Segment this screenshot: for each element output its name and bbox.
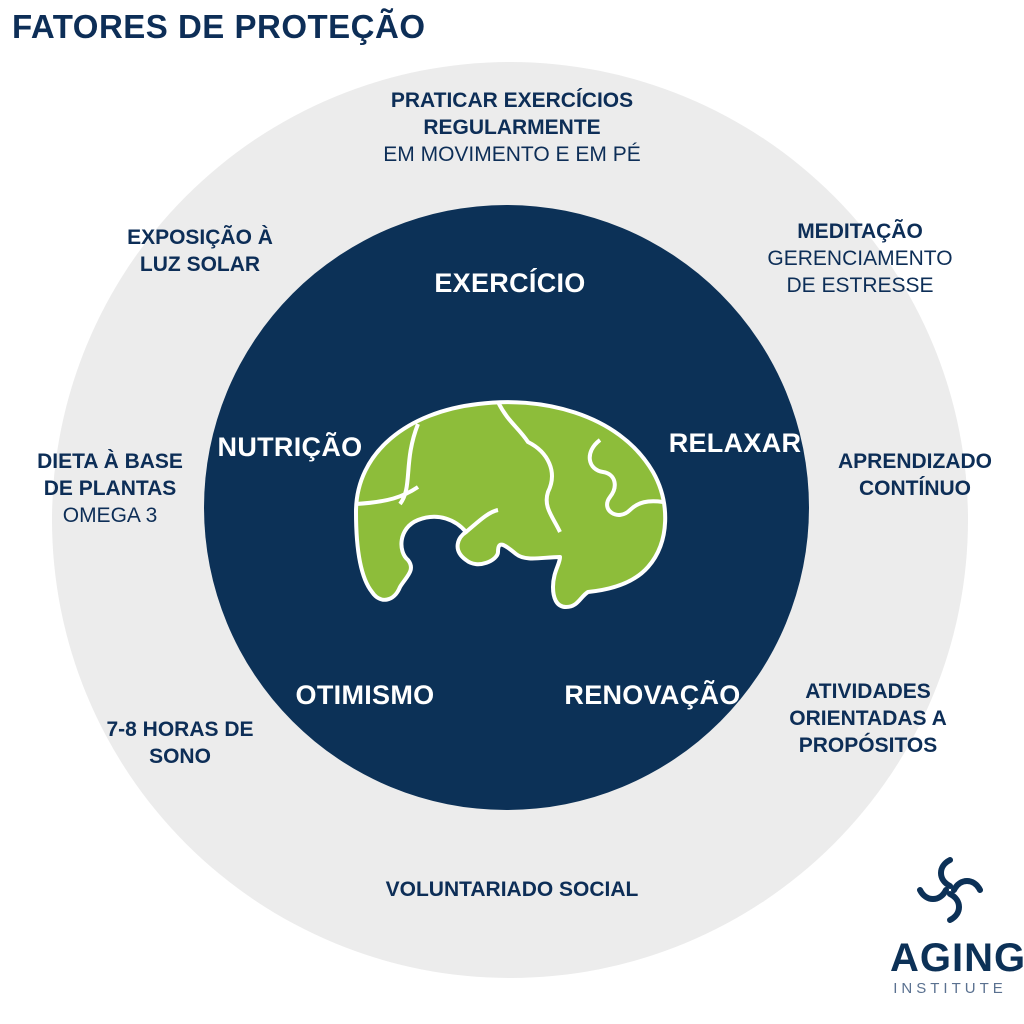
inner-label-top: EXERCÍCIO	[434, 268, 586, 298]
page-title: FATORES DE PROTEÇÃO	[12, 8, 426, 45]
outer-label-bottom: VOLUNTARIADO SOCIAL	[312, 876, 712, 903]
outer-label-bottom-right: ATIVIDADES ORIENTADAS A PROPÓSITOS	[758, 678, 978, 759]
outer-left-light: OMEGA 3	[62, 504, 158, 527]
outer-label-top-left: EXPOSIÇÃO À LUZ SOLAR	[90, 224, 310, 278]
outer-left-bold-2: DE PLANTAS	[43, 477, 177, 500]
brain-puzzle-icon	[354, 400, 668, 609]
outer-bottom-right-bold-2: ORIENTADAS A	[789, 707, 947, 730]
outer-top-right-light-2: DE ESTRESSE	[786, 274, 934, 297]
inner-label-left: NUTRIÇÃO	[217, 432, 363, 462]
inner-label-bottom-left: OTIMISMO	[295, 680, 435, 710]
outer-right-bold-1: APRENDIZADO	[837, 450, 992, 473]
outer-top-left-bold-2: LUZ SOLAR	[139, 253, 261, 276]
outer-bottom-right-bold-1: ATIVIDADES	[805, 680, 931, 703]
outer-top-right-light-1: GERENCIAMENTO	[767, 247, 953, 270]
outer-bottom-bold: VOLUNTARIADO SOCIAL	[385, 878, 639, 901]
outer-top-bold-1: PRATICAR EXERCÍCIOS	[390, 89, 634, 112]
aging-institute-logo: AGING INSTITUTE	[890, 850, 1024, 1010]
outer-left-bold-1: DIETA À BASE	[37, 450, 183, 473]
inner-label-right: RELAXAR	[668, 428, 802, 458]
outer-bottom-right-bold-3: PROPÓSITOS	[798, 734, 938, 757]
outer-bottom-left-bold-1: 7-8 HORAS DE	[106, 718, 254, 741]
logo-sub: INSTITUTE	[893, 980, 1007, 997]
inner-label-bottom-right: RENOVAÇÃO	[564, 680, 741, 710]
outer-right-bold-2: CONTÍNUO	[859, 477, 971, 500]
aging-institute-logo-icon	[917, 857, 983, 923]
outer-bottom-left-bold-2: SONO	[149, 745, 211, 768]
outer-top-right-bold: MEDITAÇÃO	[797, 220, 923, 243]
outer-label-bottom-left: 7-8 HORAS DE SONO	[70, 716, 290, 770]
outer-label-top: PRATICAR EXERCÍCIOS REGULARMENTE EM MOVI…	[312, 87, 712, 168]
outer-top-light: EM MOVIMENTO E EM PÉ	[383, 143, 641, 166]
outer-label-right: APRENDIZADO CONTÍNUO	[815, 448, 1015, 502]
outer-label-left: DIETA À BASE DE PLANTAS OMEGA 3	[10, 448, 210, 529]
outer-label-top-right: MEDITAÇÃO GERENCIAMENTO DE ESTRESSE	[735, 218, 985, 299]
outer-top-left-bold-1: EXPOSIÇÃO À	[127, 226, 273, 249]
outer-top-bold-2: REGULARMENTE	[423, 116, 601, 139]
logo-word: AGING	[890, 936, 1024, 980]
